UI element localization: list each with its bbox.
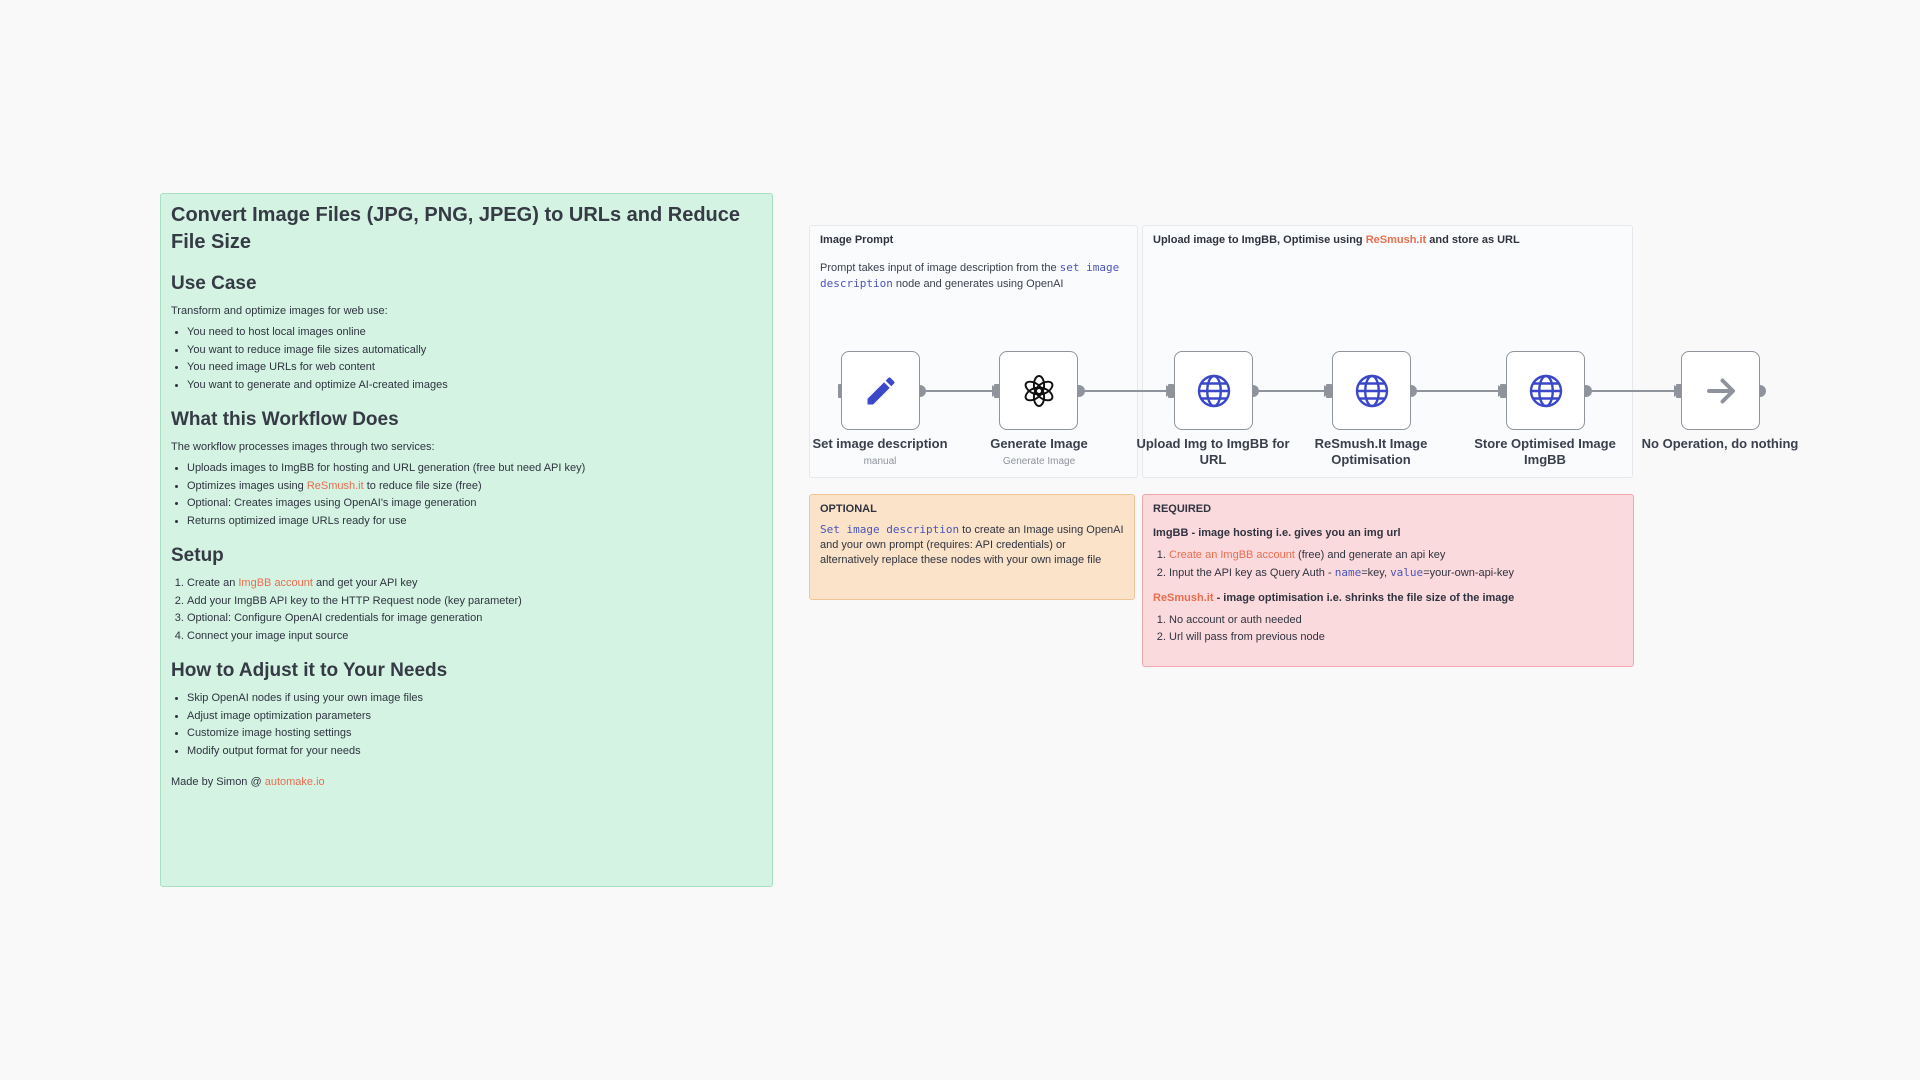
list-item: Create an ImgBB account (free) and gener… <box>1169 547 1623 564</box>
node-store-imgbb[interactable] <box>1506 351 1585 430</box>
imgbb-account-link[interactable]: ImgBB account <box>238 577 313 589</box>
resmush-steps: No account or auth needed Url will pass … <box>1153 612 1623 646</box>
connection-line[interactable] <box>1417 390 1498 392</box>
list-item: Create an ImgBB account and get your API… <box>187 575 762 593</box>
input-handle[interactable] <box>1168 384 1174 398</box>
use-case-list: You need to host local images online You… <box>171 324 762 394</box>
create-imgbb-link[interactable]: Create an ImgBB account <box>1169 549 1295 561</box>
node-subtitle: manual <box>863 456 897 467</box>
node-label: Store Optimised Image ImgBB <box>1474 436 1616 467</box>
main-sticky-note[interactable]: Convert Image Files (JPG, PNG, JPEG) to … <box>160 193 773 887</box>
connection-line[interactable] <box>926 390 992 392</box>
what-intro: The workflow processes images through tw… <box>171 441 435 453</box>
list-item: Url will pass from previous node <box>1169 629 1623 646</box>
use-case-intro: Transform and optimize images for web us… <box>171 305 388 317</box>
adjust-list: Skip OpenAI nodes if using your own imag… <box>171 690 762 760</box>
resmush-subtitle: ReSmush.it - image optimisation i.e. shr… <box>1153 592 1515 604</box>
list-item: Customize image hosting settings <box>187 725 762 743</box>
optional-sticky-note[interactable]: OPTIONAL Set image description to create… <box>809 494 1135 600</box>
setup-heading: Setup <box>171 545 224 566</box>
resmush-link[interactable]: ReSmush.it <box>1365 234 1427 246</box>
what-list: Uploads images to ImgBB for hosting and … <box>171 460 762 530</box>
node-label: ReSmush.It Image Optimisation <box>1314 436 1428 467</box>
list-item: Skip OpenAI nodes if using your own imag… <box>187 690 762 708</box>
use-case-heading: Use Case <box>171 273 257 294</box>
input-handle[interactable] <box>994 384 1000 398</box>
input-handle[interactable] <box>1326 384 1332 398</box>
list-item: You need to host local images online <box>187 324 762 342</box>
node-subtitle: Generate Image <box>1002 456 1076 467</box>
node-upload-imgbb[interactable] <box>1174 351 1253 430</box>
node-no-operation[interactable] <box>1681 351 1760 430</box>
imgbb-subtitle: ImgBB - image hosting i.e. gives you an … <box>1153 527 1401 539</box>
input-handle[interactable] <box>1676 384 1682 398</box>
frame-description: Prompt takes input of image description … <box>820 261 1120 290</box>
resmush-link[interactable]: ReSmush.it <box>306 479 364 492</box>
required-header: REQUIRED <box>1153 503 1212 515</box>
list-item: You want to generate and optimize AI-cre… <box>187 377 762 395</box>
list-item: Add your ImgBB API key to the HTTP Reque… <box>187 593 762 611</box>
optional-header: OPTIONAL <box>820 503 877 515</box>
node-set-image-description[interactable] <box>841 351 920 430</box>
list-item: Connect your image input source <box>187 628 762 646</box>
list-item: You need image URLs for web content <box>187 359 762 377</box>
globe-icon <box>1197 374 1230 407</box>
input-handle[interactable] <box>1500 384 1506 398</box>
adjust-heading: How to Adjust it to Your Needs <box>171 660 448 681</box>
node-label: No Operation, do nothing <box>1641 436 1799 451</box>
list-item: Adjust image optimization parameters <box>187 708 762 726</box>
list-item: Optional: Configure OpenAI credentials f… <box>187 610 762 628</box>
list-item: Input the API key as Query Auth - name=k… <box>1169 564 1623 582</box>
list-item: Uploads images to ImgBB for hosting and … <box>187 460 762 478</box>
automake-link[interactable]: automake.io <box>264 776 325 788</box>
openai-icon <box>1024 374 1053 407</box>
what-heading: What this Workflow Does <box>171 409 399 430</box>
list-item: You want to reduce image file sizes auto… <box>187 342 762 360</box>
node-label: Set image description <box>812 436 948 451</box>
list-item: Returns optimized image URLs ready for u… <box>187 513 762 531</box>
required-sticky-note[interactable]: REQUIRED ImgBB - image hosting i.e. give… <box>1142 494 1634 667</box>
pencil-icon <box>867 376 895 404</box>
list-item: Optimizes images using ReSmush.it to red… <box>187 478 762 496</box>
node-generate-image[interactable] <box>999 351 1078 430</box>
frame-title: Image Prompt <box>820 234 894 246</box>
connection-line[interactable] <box>1259 390 1324 392</box>
connection-line[interactable] <box>1085 390 1166 392</box>
frame-title: Upload image to ImgBB, Optimise using Re… <box>1153 234 1520 246</box>
list-item: Optional: Creates images using OpenAI's … <box>187 495 762 513</box>
note-title: Convert Image Files (JPG, PNG, JPEG) to … <box>171 204 741 253</box>
node-label: Upload Img to ImgBB for URL <box>1136 436 1290 467</box>
list-item: No account or auth needed <box>1169 612 1623 629</box>
credit-line: Made by Simon @ automake.io <box>171 776 325 788</box>
connection-line[interactable] <box>1592 390 1674 392</box>
imgbb-steps: Create an ImgBB account (free) and gener… <box>1153 547 1623 582</box>
optional-text: Set image description to create an Image… <box>820 523 1124 566</box>
arrow-right-icon <box>1706 378 1735 403</box>
globe-icon <box>1355 374 1388 407</box>
resmush-link[interactable]: ReSmush.it <box>1153 592 1214 604</box>
globe-icon <box>1529 374 1562 407</box>
node-label: Generate Image <box>990 436 1088 451</box>
setup-list: Create an ImgBB account and get your API… <box>171 575 762 645</box>
list-item: Modify output format for your needs <box>187 743 762 761</box>
node-resmush[interactable] <box>1332 351 1411 430</box>
